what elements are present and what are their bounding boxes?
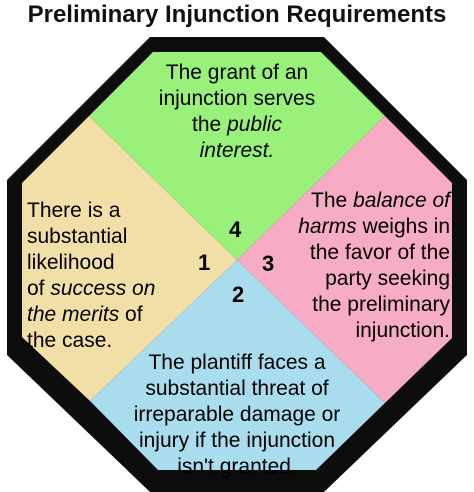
section-bottom-fill [90,260,385,470]
text-line: the public [192,113,282,136]
text-line: There is a [27,199,121,222]
section-left-number: 1 [198,250,211,275]
text-line: injunction serves [158,87,316,110]
text-line: the preliminary [312,293,450,316]
text-line: likelihood [27,251,115,274]
text-line: The balance of [311,189,450,212]
text-line: interest. [199,139,275,162]
section-bottom-text: The plantiff faces a substantial threat … [117,350,357,480]
text-line: The grant of an [165,61,309,84]
text-line: isn't granted. [177,455,297,478]
section-top-fill [89,52,385,260]
text-line: of success on [27,277,156,300]
section-right-text: The balance of harms weighs in the favor… [270,188,450,344]
text-line: the merits of [27,303,143,326]
text-line: irreparable damage or [133,403,341,426]
octagon-diagram [7,37,467,492]
text-line: The plantiff faces a [148,351,326,374]
text-line: party seeking [325,267,450,290]
section-top-text: The grant of an injunction serves the pu… [137,60,337,164]
text-line: the favor of the [309,241,450,264]
section-top-number: 4 [229,217,242,242]
text-line: substantial threat of [145,377,329,400]
text-line: injunction. [355,319,450,342]
section-right-number: 3 [262,251,275,276]
text-line: substantial [27,225,128,248]
section-bottom-number: 2 [232,282,245,307]
diagram-title: Preliminary Injunction Requirements [27,1,447,28]
text-line: the case. [27,329,113,352]
section-left-text: There is a substantial likelihood of suc… [27,198,155,354]
text-line: injury if the injunction [138,429,336,452]
text-line: harms weighs in [298,215,450,238]
section-left-fill [22,116,237,401]
section-right-fill [237,116,452,403]
